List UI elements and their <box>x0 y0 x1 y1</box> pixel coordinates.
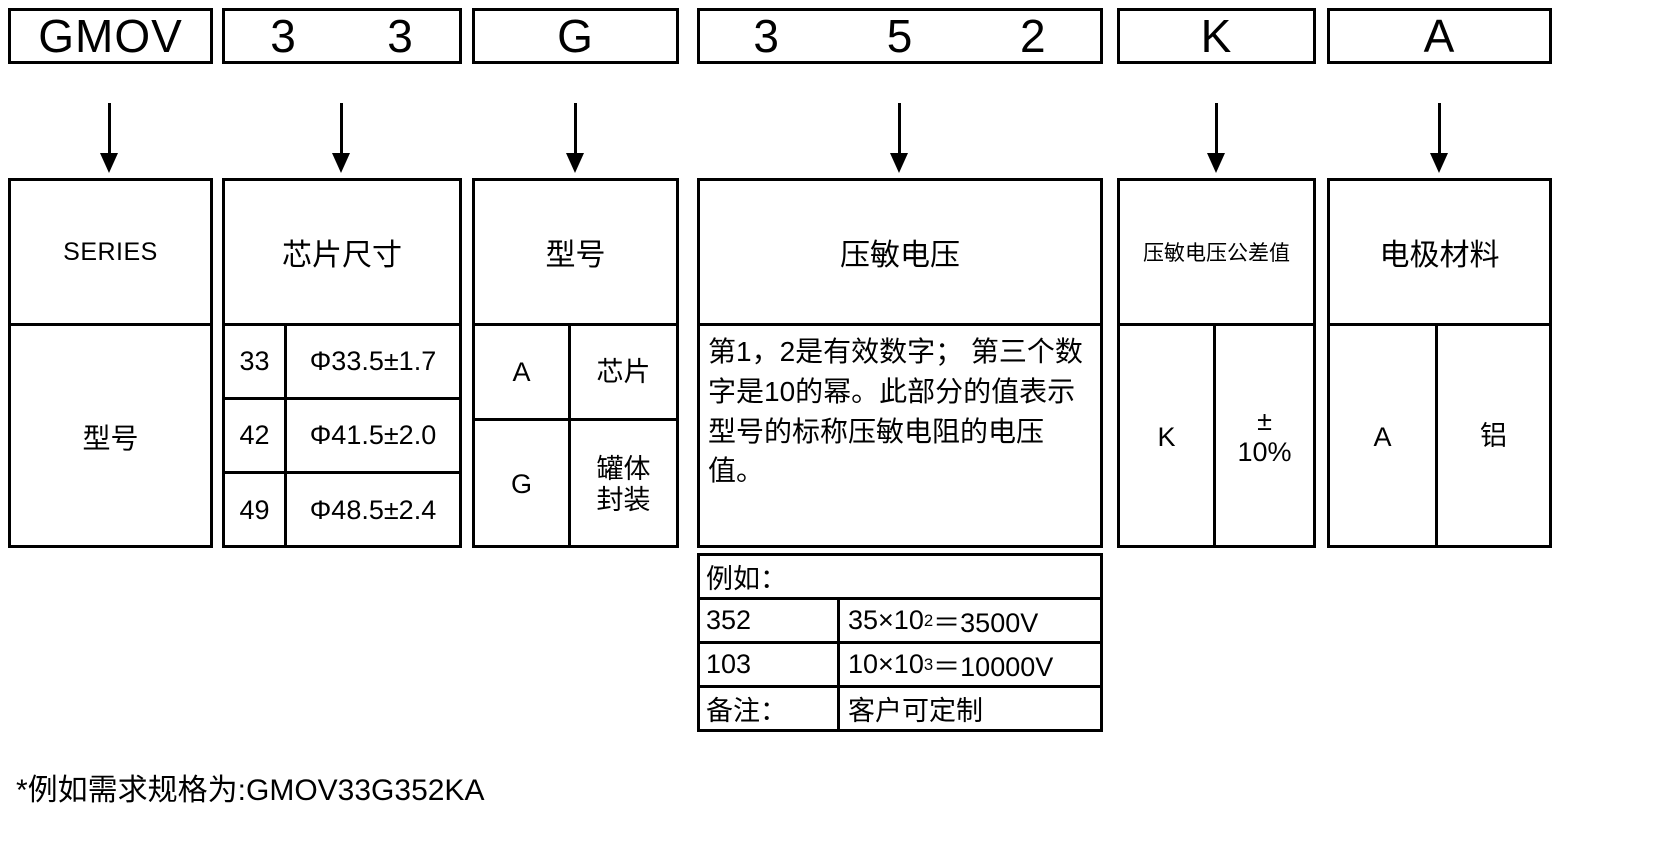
section-tolerance: 压敏电压公差值 K ± 10% <box>1117 178 1316 548</box>
chip-size-dimension: Φ33.5±1.7 <box>309 345 437 376</box>
arrow-down-model <box>563 103 589 175</box>
code-char: 3 <box>753 10 780 62</box>
table-row: A 铝 <box>1330 326 1549 548</box>
chip-size-dimension: Φ48.5±2.4 <box>309 495 437 526</box>
section-tolerance-title: 压敏电压公差值 <box>1120 181 1313 326</box>
arrow-down-series <box>97 103 123 175</box>
example-calc-result: ＝3500V <box>933 608 1039 638</box>
section-electrode: 电极材料 A 铝 <box>1327 178 1552 548</box>
table-row: 33 Φ33.5±1.7 <box>225 326 459 400</box>
model-code: A <box>475 326 571 419</box>
section-varistor-voltage-title: 压敏电压 <box>700 181 1100 326</box>
code-char: G <box>557 10 594 62</box>
remark-value: 客户可定制 <box>848 696 983 726</box>
model-code: G <box>475 421 571 548</box>
code-box-series: GMOV <box>8 8 213 64</box>
section-electrode-title: 电极材料 <box>1330 181 1549 326</box>
code-box-chip-size: 3 3 <box>222 8 462 64</box>
remark-label: 备注： <box>700 688 840 729</box>
code-char: A <box>1423 10 1456 62</box>
section-varistor-voltage: 压敏电压 第1，2是有效数字； 第三个数字是10的幂。此部分的值表示型号的标称压… <box>697 178 1103 548</box>
tolerance-code: K <box>1120 326 1216 548</box>
table-row: G 罐体 封装 <box>475 421 676 548</box>
arrow-down-tolerance <box>1204 103 1230 175</box>
tolerance-value: ± 10% <box>1237 405 1292 467</box>
code-box-tolerance: K <box>1117 8 1316 64</box>
arrow-down-electrode <box>1427 103 1453 175</box>
table-row: 49 Φ48.5±2.4 <box>225 473 459 548</box>
section-series-value: 型号 <box>82 423 139 454</box>
example-calc-exponent: 2 <box>923 610 934 630</box>
chip-size-code: 42 <box>225 399 287 471</box>
electrode-code: A <box>1330 326 1438 548</box>
section-model: 型号 A 芯片 G 罐体 封装 <box>472 178 679 548</box>
code-box-electrode: A <box>1327 8 1552 64</box>
table-row: 备注： 客户可定制 <box>700 688 1100 729</box>
chip-size-code: 33 <box>225 326 287 397</box>
electrode-material: 铝 <box>1480 421 1507 452</box>
table-row: 42 Φ41.5±2.0 <box>225 399 459 474</box>
chip-size-dimension: Φ41.5±2.0 <box>309 419 437 450</box>
section-series: SERIES 型号 <box>8 178 213 548</box>
example-calc-base: 35×10 <box>848 605 924 635</box>
arrow-down-varistor-voltage <box>887 103 913 175</box>
code-box-model: G <box>472 8 679 64</box>
table-row: A 芯片 <box>475 326 676 422</box>
code-char: 3 <box>387 10 414 62</box>
arrow-down-chip-size <box>329 103 355 175</box>
model-description: 罐体 封装 <box>596 453 651 515</box>
example-code: 103 <box>700 644 840 685</box>
example-calc-base: 10×10 <box>848 649 924 679</box>
model-description: 芯片 <box>596 356 651 387</box>
example-calc-exponent: 3 <box>923 654 934 674</box>
table-row: K ± 10% <box>1120 326 1313 548</box>
section-chip-size-title: 芯片尺寸 <box>225 181 459 326</box>
varistor-voltage-description: 第1，2是有效数字； 第三个数字是10的幂。此部分的值表示型号的标称压敏电阻的电… <box>708 336 1083 487</box>
section-model-title: 型号 <box>475 181 676 326</box>
example-code: 352 <box>700 600 840 641</box>
code-char: K <box>1200 10 1233 62</box>
section-series-title: SERIES <box>11 181 210 326</box>
code-box-varistor-voltage: 3 5 2 <box>697 8 1103 64</box>
code-char: 3 <box>270 10 297 62</box>
example-calc-result: ＝10000V <box>933 652 1054 682</box>
example-label: 例如： <box>706 564 787 594</box>
code-char: 2 <box>1020 10 1047 62</box>
code-char: 5 <box>886 10 914 62</box>
chip-size-code: 49 <box>225 473 287 548</box>
code-char: GMOV <box>38 10 183 62</box>
section-chip-size: 芯片尺寸 33 Φ33.5±1.7 42 Φ41.5±2.0 49 Φ48.5±… <box>222 178 462 548</box>
footnote: *例如需求规格为:GMOV33G352KA <box>16 774 485 807</box>
table-row: 例如： <box>700 556 1100 600</box>
